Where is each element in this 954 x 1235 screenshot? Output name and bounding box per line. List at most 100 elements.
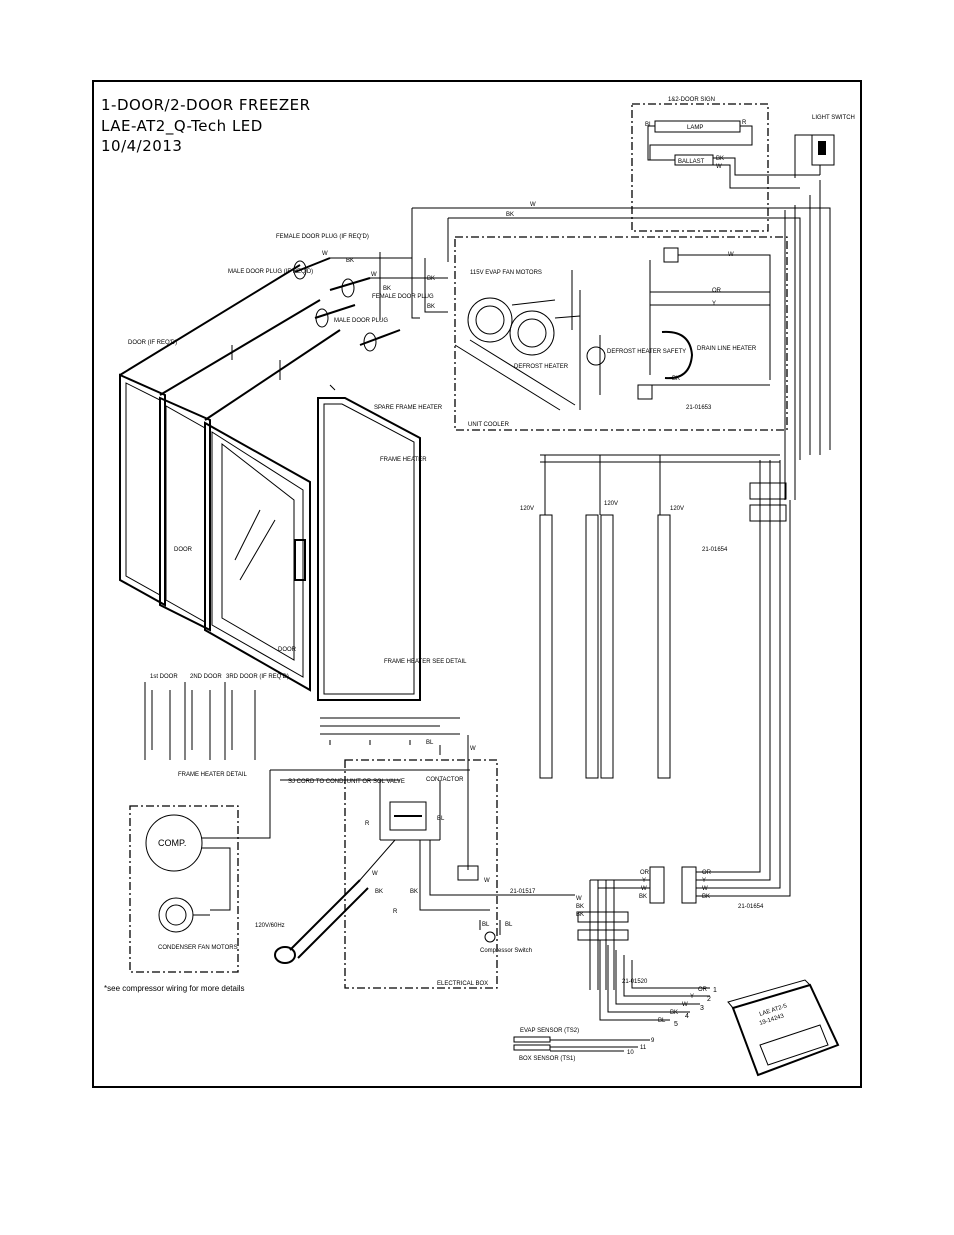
ballast-wire-w: W <box>716 164 722 170</box>
part-21-01654-a: 21-01654 <box>702 547 728 553</box>
light-switch-label: LIGHT SWITCH <box>812 115 855 121</box>
led-strip-3-voltage: 120V <box>670 506 684 512</box>
electrical-box-label: ELECTRICAL BOX <box>437 981 488 987</box>
sign-wire-bl: BL <box>645 122 653 128</box>
terminal-blocks: OR Y W BK OR Y W BK 21-01654 W BK BK 21-… <box>576 460 791 1028</box>
led-strip-1-voltage: 120V <box>520 506 534 512</box>
lamp-label: LAMP <box>687 125 703 131</box>
cord-wire-w: W <box>372 871 378 877</box>
ctrl-term-5: 5 <box>674 1021 678 1028</box>
defrost-heater-safety-label: DEFROST HEATER SAFETY <box>607 349 686 355</box>
door-wire-w: W <box>470 746 476 752</box>
detail-door-1: 1st DOOR <box>150 674 178 680</box>
ctrl-wire-bl: BL <box>658 1018 666 1024</box>
female-plug-2-label: FEMALE DOOR PLUG <box>372 294 434 300</box>
sign-wire-r: R <box>742 120 747 126</box>
frame-heater-label: FRAME HEATER <box>380 457 427 463</box>
sensor-term-11: 11 <box>640 1045 647 1051</box>
ctrl-wire-or: OR <box>698 987 708 993</box>
sensor-term-9: 9 <box>651 1038 655 1044</box>
cooler-wire-or: OR <box>712 288 722 294</box>
tb1-bk: BK <box>639 894 647 900</box>
door-b-label: DOOR <box>278 647 297 653</box>
box-wire-r: R <box>365 821 370 827</box>
tb1-w: W <box>641 886 647 892</box>
plug-wire-bk-2: BK <box>383 286 391 292</box>
unit-cooler-label: UNIT COOLER <box>468 422 510 428</box>
led-strip-2-voltage: 120V <box>604 501 618 507</box>
switch-wire-bl-2: BL <box>505 922 513 928</box>
electrical-box: ELECTRICAL BOX SJ CORD TO COND. UNIT OR … <box>255 759 575 989</box>
part-21-01520: 21-01520 <box>622 979 648 985</box>
plug-label: 120V/60Hz <box>255 923 285 929</box>
plug-wire-w-2: W <box>371 272 377 278</box>
box-wire-bl: BL <box>437 816 445 822</box>
sensor-term-10: 10 <box>627 1050 634 1056</box>
title-block: 1-DOOR/2-DOOR FREEZER LAE-AT2_Q-Tech LED… <box>101 96 311 155</box>
tb2-bk: BK <box>702 894 710 900</box>
tb2-y: Y <box>702 878 706 884</box>
tb2-w: W <box>702 886 708 892</box>
evap-fan-motors-label: 115V EVAP FAN MOTORS <box>470 270 542 276</box>
unit-cooler: UNIT COOLER 115V EVAP FAN MOTORS DEFROST… <box>454 236 788 431</box>
ctrl-wire-y: Y <box>690 994 694 1000</box>
light-switch: LIGHT SWITCH <box>794 115 855 178</box>
detail-door-2: 2ND DOOR <box>190 674 222 680</box>
drawing-border <box>92 80 862 1088</box>
compressor-note: *see compressor wiring for more details <box>104 984 245 993</box>
frame-heater-detail: 1st DOOR 2ND DOOR 3RD DOOR (IF REQ'D) FR… <box>144 674 289 778</box>
door-plugs: FEMALE DOOR PLUG (IF REQ'D) MALE DOOR PL… <box>228 234 448 352</box>
female-plug-1-label: FEMALE DOOR PLUG (IF REQ'D) <box>276 234 369 240</box>
comp-label: COMP. <box>158 838 186 848</box>
door-wire-bl: BL <box>426 740 434 746</box>
evap-sensor-label: EVAP SENSOR (TS2) <box>520 1028 579 1034</box>
cooler-wire-bk: BK <box>672 376 680 382</box>
part-21-01517: 21-01517 <box>510 889 536 895</box>
door-a-label: DOOR <box>174 547 193 553</box>
male-plug-1-label: MALE DOOR PLUG (IF REQ'D) <box>228 269 313 275</box>
sign-box: 1&2-DOOR SIGN LAMP BL R BALLAST BK W <box>631 97 800 232</box>
switch-wire-bl: BL <box>482 922 490 928</box>
doors: DOOR (IF REQ'D) DOOR DOOR SPARE FRAME HE… <box>119 264 467 701</box>
tb2-or: OR <box>702 870 712 876</box>
lae-controller: LAE AT2-5 19-14243 <box>727 979 840 1077</box>
bus-wire-w: W <box>530 202 536 208</box>
led-strips: 120V 120V 120V 21-01654 <box>520 454 787 779</box>
title-line-3: 10/4/2013 <box>101 137 182 155</box>
box-sensor-label: BOX SENSOR (TS1) <box>519 1056 575 1062</box>
frame-heater-detail-title: FRAME HEATER DETAIL <box>178 772 247 778</box>
ballast-wire-bk: BK <box>716 156 724 162</box>
detail-door-3: 3RD DOOR (IF REQ'D) <box>226 674 289 680</box>
ctrl-wire-bk: BK <box>670 1010 678 1016</box>
cord-wire-bk: BK <box>375 889 383 895</box>
sign-label: 1&2-DOOR SIGN <box>668 97 715 103</box>
sensors: EVAP SENSOR (TS2) 9 11 10 BOX SENSOR (TS… <box>513 1028 655 1062</box>
drain-line-heater-label: DRAIN LINE HEATER <box>697 346 757 352</box>
title-line-2: LAE-AT2_Q-Tech LED <box>101 117 263 136</box>
title-line-1: 1-DOOR/2-DOOR FREEZER <box>101 96 311 114</box>
condensing-unit: COMP. CONDENSER FAN MOTORS *see compress… <box>104 770 271 993</box>
ctrl-term-2: 2 <box>707 996 711 1003</box>
box-wire-bk: BK <box>410 889 418 895</box>
part-21-01653: 21-01653 <box>686 405 712 411</box>
condenser-fan-motors-label: CONDENSER FAN MOTORS <box>158 945 238 951</box>
plug-wire-w: W <box>322 251 328 257</box>
harness-wire-w: W <box>576 896 582 902</box>
door-if-reqd-label: DOOR (IF REQ'D) <box>128 340 177 346</box>
tb1-y: Y <box>642 878 646 884</box>
male-plug-2-label: MALE DOOR PLUG <box>334 318 388 324</box>
frame-heater-see-detail-label: FRAME HEATER SEE DETAIL <box>384 659 467 665</box>
cooler-wire-y: Y <box>712 301 716 307</box>
contactor-label: CONTACTOR <box>426 777 464 783</box>
cooler-wire-w: W <box>728 252 734 258</box>
harness-wire-bk: BK <box>576 904 584 910</box>
bus-wire-bk: BK <box>506 212 514 218</box>
part-21-01654-b: 21-01654 <box>738 904 764 910</box>
compressor-switch-label: Compressor Switch <box>480 948 532 954</box>
ctrl-term-1: 1 <box>713 987 717 994</box>
ctrl-term-3: 3 <box>700 1005 704 1012</box>
ballast-label: BALLAST <box>678 159 705 165</box>
spare-frame-heater-label: SPARE FRAME HEATER <box>374 405 443 411</box>
plug-wire-bk-1: BK <box>346 258 354 264</box>
